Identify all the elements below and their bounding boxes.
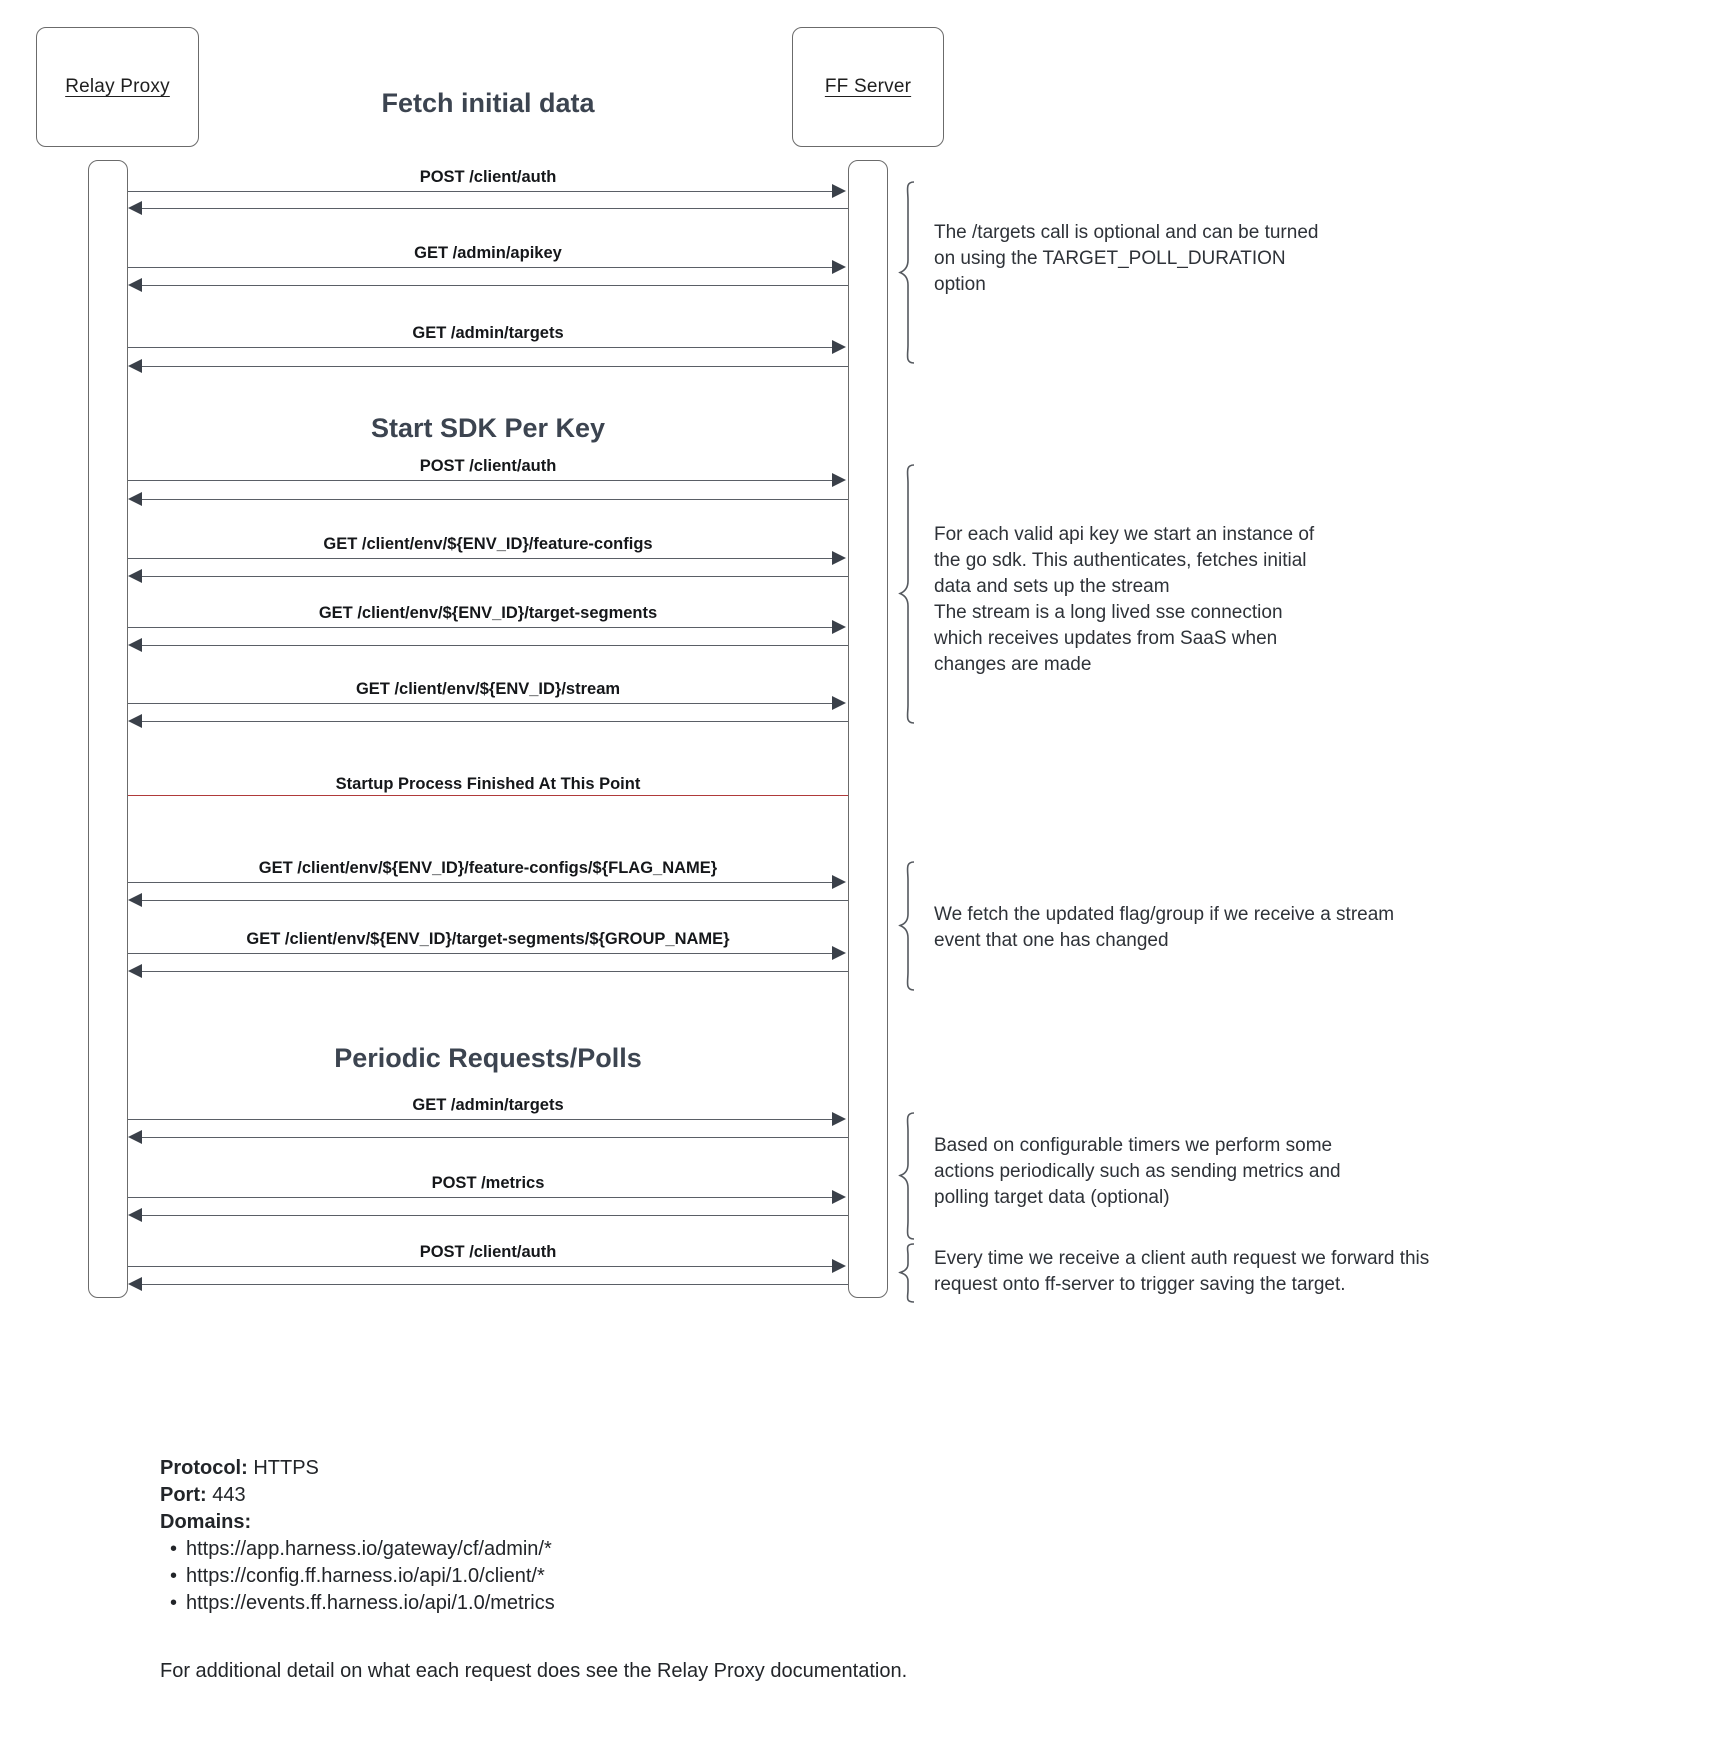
message-arrowhead-request-5	[832, 551, 846, 565]
message-arrow-response-6	[142, 645, 848, 646]
message-arrowhead-request-7	[832, 696, 846, 710]
message-arrow-response-5	[142, 576, 848, 577]
footer-protocol-key: Protocol:	[160, 1457, 248, 1479]
message-label-post-metrics: POST /metrics	[431, 1174, 545, 1192]
list-item: https://app.harness.io/gateway/cf/admin/…	[170, 1536, 860, 1563]
note-forward-client-auth: Every time we receive a client auth requ…	[934, 1248, 1430, 1295]
message-arrowhead-request-8	[832, 875, 846, 889]
footer-port-key: Port:	[160, 1484, 207, 1506]
divider-line-startup-finished	[128, 795, 848, 796]
note-configurable-timers: Based on configurable timers we perform …	[934, 1135, 1341, 1208]
message-label-get-target-segments: GET /client/env/${ENV_ID}/target-segment…	[318, 604, 658, 622]
message-arrowhead-request-9	[832, 946, 846, 960]
message-arrow-response-9	[142, 971, 848, 972]
message-label-get-admin-targets-2: GET /admin/targets	[412, 1096, 564, 1114]
message-label-get-target-segment-by-group: GET /client/env/${ENV_ID}/target-segment…	[246, 930, 730, 948]
message-arrowhead-response-2	[128, 278, 142, 292]
divider-label-startup-finished: Startup Process Finished At This Point	[335, 775, 641, 793]
footer-port-row: Port: 443	[160, 1482, 860, 1509]
participant-relay-proxy-label: Relay Proxy	[65, 76, 170, 97]
message-arrow-request-10	[128, 1119, 834, 1120]
message-arrow-request-12	[128, 1266, 834, 1267]
message-arrowhead-request-6	[832, 620, 846, 634]
message-arrowhead-response-3	[128, 359, 142, 373]
brace-stream-update-fetch	[898, 860, 924, 992]
message-label-post-client-auth-2: POST /client/auth	[419, 457, 557, 475]
participant-ff-server-label: FF Server	[824, 76, 912, 97]
message-arrow-response-11	[142, 1215, 848, 1216]
message-arrow-response-2	[142, 285, 848, 286]
message-arrow-response-3	[142, 366, 848, 367]
participant-ff-server: FF Server	[792, 27, 944, 147]
message-label-post-client-auth-1: POST /client/auth	[419, 168, 557, 186]
message-arrow-response-7	[142, 721, 848, 722]
footer-protocol-value: HTTPS	[253, 1457, 319, 1479]
message-arrowhead-request-3	[832, 340, 846, 354]
message-label-get-admin-targets-1: GET /admin/targets	[412, 324, 564, 342]
brace-start-sdk-per-key	[898, 463, 924, 725]
message-arrow-request-11	[128, 1197, 834, 1198]
footer-protocol-row: Protocol: HTTPS	[160, 1455, 860, 1482]
message-arrow-response-8	[142, 900, 848, 901]
message-arrowhead-response-6	[128, 638, 142, 652]
footer-port-value: 443	[212, 1484, 246, 1506]
message-arrowhead-request-1	[832, 184, 846, 198]
message-label-get-stream: GET /client/env/${ENV_ID}/stream	[355, 680, 621, 698]
message-arrowhead-request-12	[832, 1259, 846, 1273]
message-arrow-request-2	[128, 267, 834, 268]
message-arrow-request-8	[128, 882, 834, 883]
message-arrowhead-request-4	[832, 473, 846, 487]
message-label-get-feature-configs: GET /client/env/${ENV_ID}/feature-config…	[323, 535, 653, 553]
footer-closing-note: For additional detail on what each reque…	[160, 1660, 908, 1682]
brace-client-auth-forward	[898, 1242, 924, 1304]
section-title-start-sdk-per-key: Start SDK Per Key	[370, 413, 606, 443]
message-arrow-request-1	[128, 191, 834, 192]
list-item: https://events.ff.harness.io/api/1.0/met…	[170, 1590, 860, 1617]
message-arrowhead-request-10	[832, 1112, 846, 1126]
brace-fetch-initial-data	[898, 180, 924, 365]
message-arrowhead-response-1	[128, 201, 142, 215]
message-arrow-response-4	[142, 499, 848, 500]
message-label-get-admin-apikey: GET /admin/apikey	[414, 244, 562, 262]
note-targets-optional: The /targets call is optional and can be…	[934, 222, 1319, 295]
section-title-periodic-requests: Periodic Requests/Polls	[334, 1043, 642, 1073]
message-arrowhead-response-7	[128, 714, 142, 728]
message-arrow-request-4	[128, 480, 834, 481]
message-arrowhead-response-8	[128, 893, 142, 907]
note-fetch-updated-flag: We fetch the updated flag/group if we re…	[934, 904, 1395, 951]
list-item: https://config.ff.harness.io/api/1.0/cli…	[170, 1563, 860, 1590]
message-label-get-feature-config-by-flag: GET /client/env/${ENV_ID}/feature-config…	[258, 859, 718, 877]
message-arrowhead-request-2	[832, 260, 846, 274]
message-arrowhead-response-5	[128, 569, 142, 583]
message-arrow-request-5	[128, 558, 834, 559]
section-title-fetch-initial-data: Fetch initial data	[381, 88, 595, 118]
footer-domains-list: https://app.harness.io/gateway/cf/admin/…	[160, 1536, 860, 1617]
note-start-sdk-instance: For each valid api key we start an insta…	[934, 524, 1315, 675]
message-arrow-response-12	[142, 1284, 848, 1285]
message-arrowhead-response-12	[128, 1277, 142, 1291]
message-arrowhead-request-11	[832, 1190, 846, 1204]
message-arrowhead-response-9	[128, 964, 142, 978]
brace-periodic-requests	[898, 1111, 924, 1241]
message-arrow-response-10	[142, 1137, 848, 1138]
message-arrow-response-1	[142, 208, 848, 209]
footer-connection-details: Protocol: HTTPS Port: 443 Domains: https…	[160, 1455, 860, 1617]
footer-domains-row: Domains:	[160, 1509, 860, 1536]
lifeline-relay-proxy	[88, 160, 128, 1298]
footer-domains-key: Domains:	[160, 1511, 252, 1533]
message-arrow-request-7	[128, 703, 834, 704]
message-arrowhead-response-10	[128, 1130, 142, 1144]
message-label-post-client-auth-3: POST /client/auth	[419, 1243, 557, 1261]
message-arrow-request-9	[128, 953, 834, 954]
lifeline-ff-server	[848, 160, 888, 1298]
message-arrowhead-response-11	[128, 1208, 142, 1222]
message-arrow-request-3	[128, 347, 834, 348]
participant-relay-proxy: Relay Proxy	[36, 27, 199, 147]
message-arrow-request-6	[128, 627, 834, 628]
message-arrowhead-response-4	[128, 492, 142, 506]
